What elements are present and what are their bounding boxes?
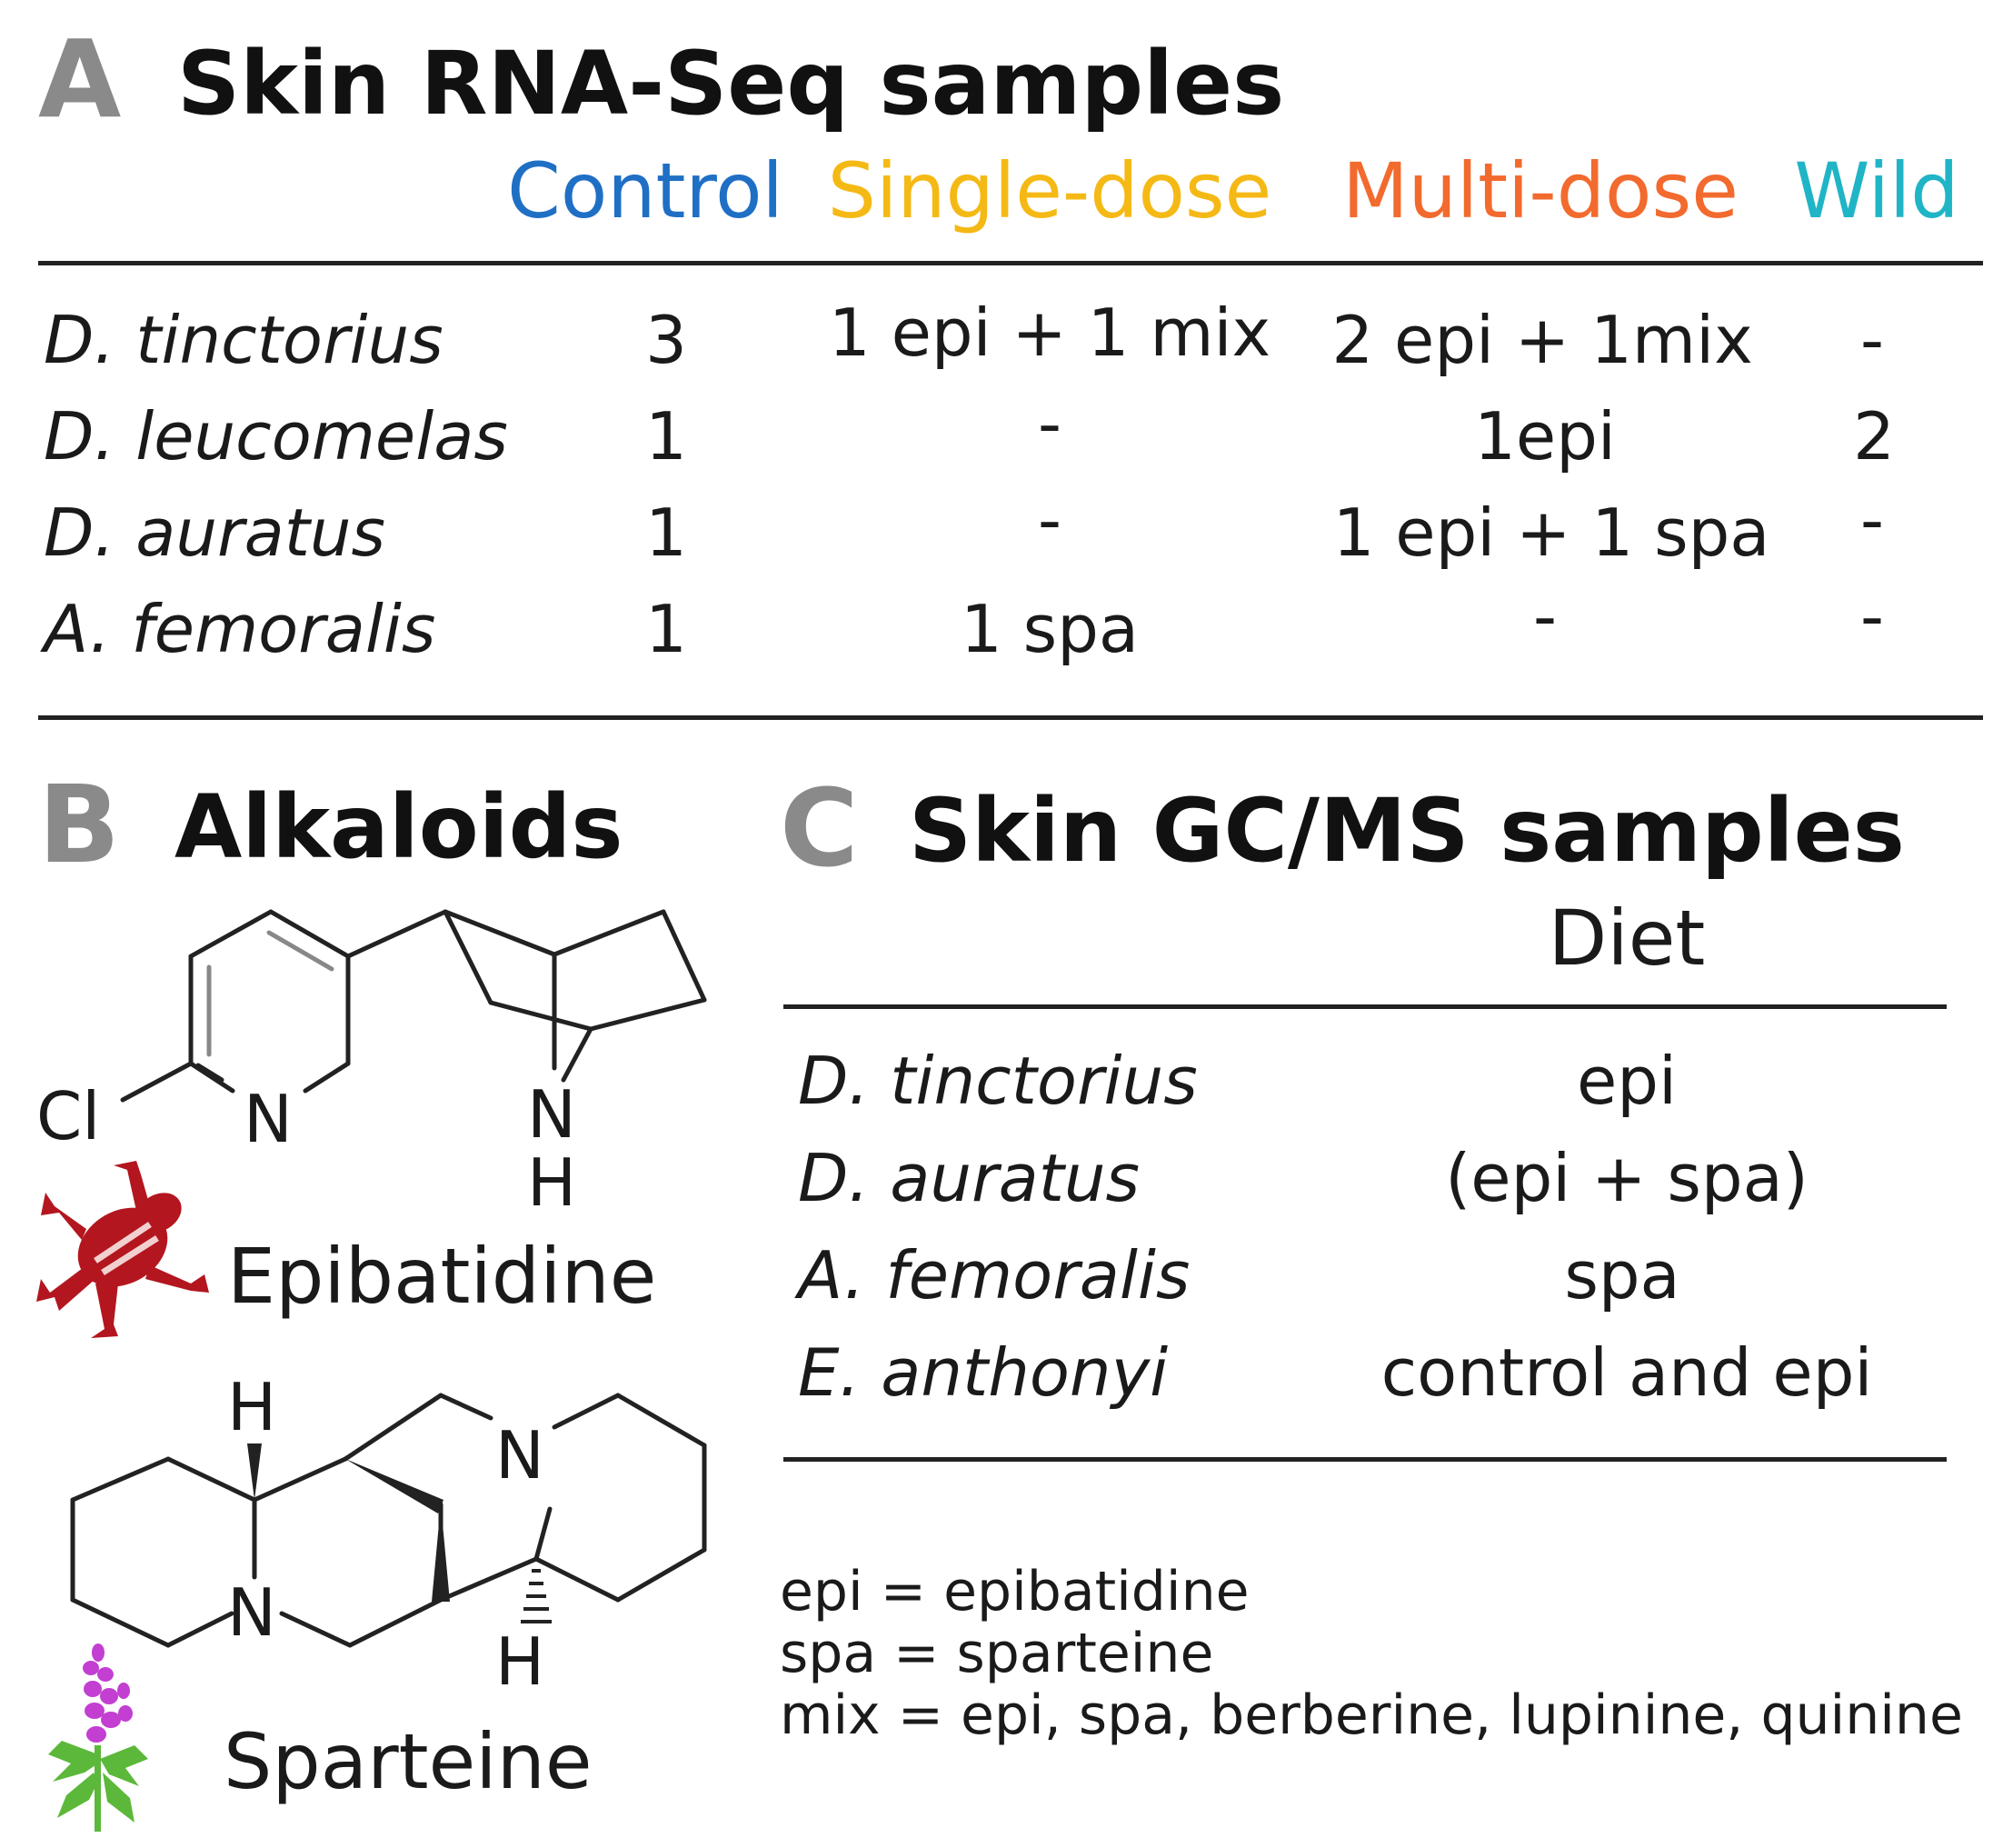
atom-h-top: H xyxy=(227,1369,277,1445)
col-header-single-dose: Single-dose xyxy=(827,146,1272,235)
atom-n-pyridine: N xyxy=(244,1081,293,1157)
panel-c-title: Skin GC/MS samples xyxy=(909,780,1905,882)
panel-b-title: Alkaloids xyxy=(174,776,623,878)
legend: epi = epibatidine spa = sparteine mix = … xyxy=(780,1560,1963,1747)
row-species: D. auratus xyxy=(798,1140,1141,1216)
cell-single-dose: - xyxy=(1038,385,1061,462)
legend-item: spa = sparteine xyxy=(780,1621,1214,1685)
cell-diet: epi xyxy=(1576,1043,1678,1119)
col-header-diet: Diet xyxy=(1548,894,1706,983)
row-species: D. tinctorius xyxy=(798,1043,1198,1119)
cell-wild: - xyxy=(1860,482,1884,558)
panel-c-top-rule xyxy=(783,1004,1947,1009)
cell-diet: (epi + spa) xyxy=(1445,1140,1809,1216)
atom-h-bottom: H xyxy=(495,1623,545,1700)
frog-icon xyxy=(36,1161,209,1338)
row-species: D. tinctorius xyxy=(44,302,443,378)
cell-multi-dose: - xyxy=(1533,578,1557,654)
panel-a-top-rule xyxy=(38,261,1983,265)
sparteine-label: Sparteine xyxy=(224,1717,593,1806)
row-species: E. anthonyi xyxy=(798,1334,1169,1411)
panel-b-letter: B xyxy=(38,762,120,887)
cell-wild: 2 xyxy=(1853,398,1895,474)
col-header-wild: Wild xyxy=(1794,146,1959,235)
row-species: A. femoralis xyxy=(44,591,436,667)
panel-a-letter: A xyxy=(38,16,122,142)
cell-wild: - xyxy=(1860,578,1884,654)
panel-c-letter: C xyxy=(780,765,859,891)
panel-a-bottom-rule xyxy=(38,715,1983,720)
cell-control: 1 xyxy=(645,494,687,571)
cell-multi-dose: 1 epi + 1 spa xyxy=(1332,494,1770,571)
atom-h-bicycle: H xyxy=(527,1144,577,1221)
atom-n-bicycle: N xyxy=(527,1076,576,1153)
cell-single-dose: 1 spa xyxy=(960,591,1140,667)
cell-multi-dose: 2 epi + 1mix xyxy=(1331,302,1753,378)
col-header-multi-dose: Multi-dose xyxy=(1342,146,1739,235)
epibatidine-label: Epibatidine xyxy=(227,1232,657,1321)
cell-control: 1 xyxy=(645,398,687,474)
atom-cl: Cl xyxy=(36,1078,101,1154)
panel-c-bottom-rule xyxy=(783,1457,1947,1462)
row-species: D. leucomelas xyxy=(44,398,508,474)
legend-item: epi = epibatidine xyxy=(780,1560,1250,1623)
cell-control: 3 xyxy=(645,302,687,378)
row-species: A. femoralis xyxy=(798,1237,1191,1314)
cell-single-dose: 1 epi + 1 mix xyxy=(828,295,1271,371)
cell-single-dose: - xyxy=(1038,482,1061,558)
atom-n-right: N xyxy=(495,1417,544,1493)
cell-control: 1 xyxy=(645,591,687,667)
cell-diet: spa xyxy=(1564,1237,1680,1314)
legend-item: mix = epi, spa, berberine, lupinine, qui… xyxy=(780,1683,1963,1747)
panel-a-title: Skin RNA-Seq samples xyxy=(177,33,1285,135)
row-species: D. auratus xyxy=(44,494,386,571)
lupine-plant-icon xyxy=(48,1643,148,1832)
cell-diet: control and epi xyxy=(1380,1334,1873,1411)
atom-n-left: N xyxy=(227,1574,276,1651)
cell-multi-dose: 1epi xyxy=(1474,398,1616,474)
cell-wild: - xyxy=(1860,302,1884,378)
col-header-control: Control xyxy=(507,146,783,235)
